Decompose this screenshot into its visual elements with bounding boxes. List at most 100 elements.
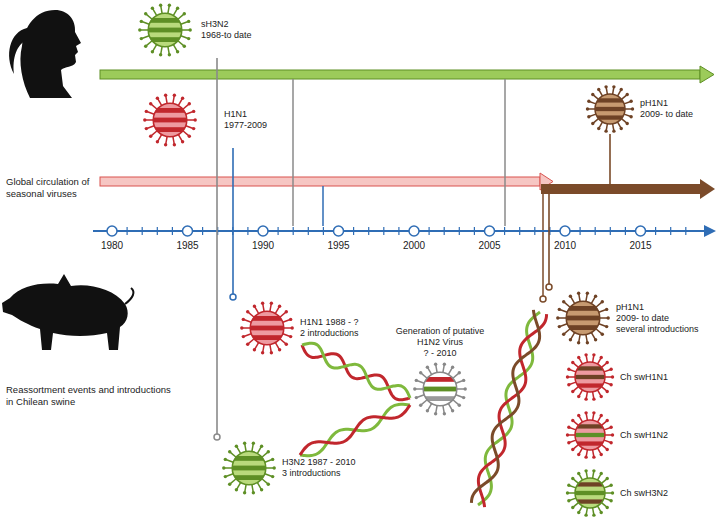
virus-spike xyxy=(275,343,279,350)
introduction-marker xyxy=(214,434,220,440)
year-marker xyxy=(334,226,344,236)
spike-tip xyxy=(601,300,604,303)
virus-node: pH1N12009- to dateseveral introductions xyxy=(545,290,699,346)
virus-spike xyxy=(252,485,253,493)
spike-tip xyxy=(571,477,574,480)
spike-tip xyxy=(252,491,255,494)
spike-tip xyxy=(270,301,273,304)
virus-spike xyxy=(586,335,587,343)
helix-strand xyxy=(478,312,540,505)
spike-tip xyxy=(600,414,603,417)
virus-node: Ch swH3N2 xyxy=(565,468,668,518)
virus-spike xyxy=(173,96,174,104)
segment-stripe xyxy=(423,387,457,392)
virus-spike xyxy=(262,452,268,457)
virus-node: Generation of putative H1N2 Virus? - 201… xyxy=(385,326,495,417)
spike-tip xyxy=(571,506,574,509)
virus-spike xyxy=(436,365,437,373)
spike-tip xyxy=(260,444,263,447)
spike-tip xyxy=(462,379,465,382)
spike-tip xyxy=(285,342,288,345)
virus-spike xyxy=(436,406,437,414)
spike-tip xyxy=(626,122,629,125)
spike-tip xyxy=(586,341,589,344)
virus-icon xyxy=(137,2,193,58)
virus-icon xyxy=(585,84,635,134)
spike-tip xyxy=(151,50,154,53)
segment-stripe xyxy=(250,326,284,331)
helix-strand xyxy=(300,404,410,455)
spike-tip xyxy=(609,441,612,444)
virus-spike xyxy=(237,447,241,454)
spike-tip xyxy=(235,444,238,447)
spike-tip xyxy=(192,110,195,113)
virus-spike xyxy=(266,467,274,469)
virus-spike xyxy=(142,36,149,39)
axis-tick xyxy=(444,227,445,235)
virus-spike xyxy=(255,343,259,350)
spike-tip xyxy=(289,335,292,338)
virus-spike xyxy=(428,404,432,411)
spike-tip xyxy=(285,310,288,313)
virus-spike xyxy=(456,395,463,398)
spike-tip xyxy=(604,129,607,132)
virus-spike xyxy=(270,304,271,312)
spike-tip xyxy=(587,100,590,103)
virus-spike xyxy=(579,294,580,302)
spike-tip xyxy=(606,477,609,480)
spike-tip xyxy=(246,310,249,313)
virus-spike xyxy=(453,400,459,405)
spike-tip xyxy=(612,85,615,88)
virus-label: H3N2 1987 - 20103 introductions xyxy=(282,457,356,479)
spike-tip xyxy=(567,426,570,429)
year-marker xyxy=(485,226,495,236)
virus-spike xyxy=(252,444,253,452)
spike-tip xyxy=(267,482,270,485)
spike-tip xyxy=(183,12,186,15)
virus-spike xyxy=(186,112,193,115)
virus-spike xyxy=(421,400,427,405)
virus-spike xyxy=(283,320,290,323)
spike-tip xyxy=(600,395,603,398)
virus-spike xyxy=(443,365,444,373)
spike-tip xyxy=(188,102,191,105)
virus-text: H3N2 1987 - 2010 xyxy=(282,457,356,468)
virus-spike xyxy=(417,395,424,398)
spike-tip xyxy=(267,450,270,453)
axis-tick xyxy=(172,227,173,235)
spike-tip xyxy=(600,511,603,514)
virus-spike xyxy=(178,99,182,106)
helix-strand xyxy=(300,405,410,455)
spike-tip xyxy=(592,397,595,400)
virus-spike xyxy=(142,22,149,25)
spike-tip xyxy=(159,3,162,6)
virus-spike xyxy=(166,137,167,145)
virus-outline xyxy=(575,478,605,508)
spike-tip xyxy=(270,351,273,354)
virus-body xyxy=(595,94,625,124)
spike-tip xyxy=(458,371,461,374)
virus-spike xyxy=(147,112,154,115)
axis-tick xyxy=(504,227,505,235)
spike-tip xyxy=(168,3,171,6)
year-label: 2000 xyxy=(403,240,425,252)
spike-tip xyxy=(140,37,143,40)
spike-tip xyxy=(243,441,246,444)
virus-spike xyxy=(186,126,193,129)
virus-spike xyxy=(262,479,268,484)
virus-spike xyxy=(428,368,432,375)
axis-tick xyxy=(610,227,611,235)
virus-outline xyxy=(423,372,457,406)
spike-tip xyxy=(594,338,597,341)
virus-spike xyxy=(283,334,290,337)
spike-tip xyxy=(566,433,569,436)
virus-spike xyxy=(415,388,423,390)
spike-tip xyxy=(558,325,561,328)
year-marker xyxy=(636,226,646,236)
spike-tip xyxy=(592,353,595,356)
virus-spike xyxy=(417,381,424,384)
axis-tick xyxy=(353,227,354,235)
virus-icon xyxy=(565,410,615,460)
spike-tip xyxy=(611,491,614,494)
spike-tip xyxy=(571,419,574,422)
